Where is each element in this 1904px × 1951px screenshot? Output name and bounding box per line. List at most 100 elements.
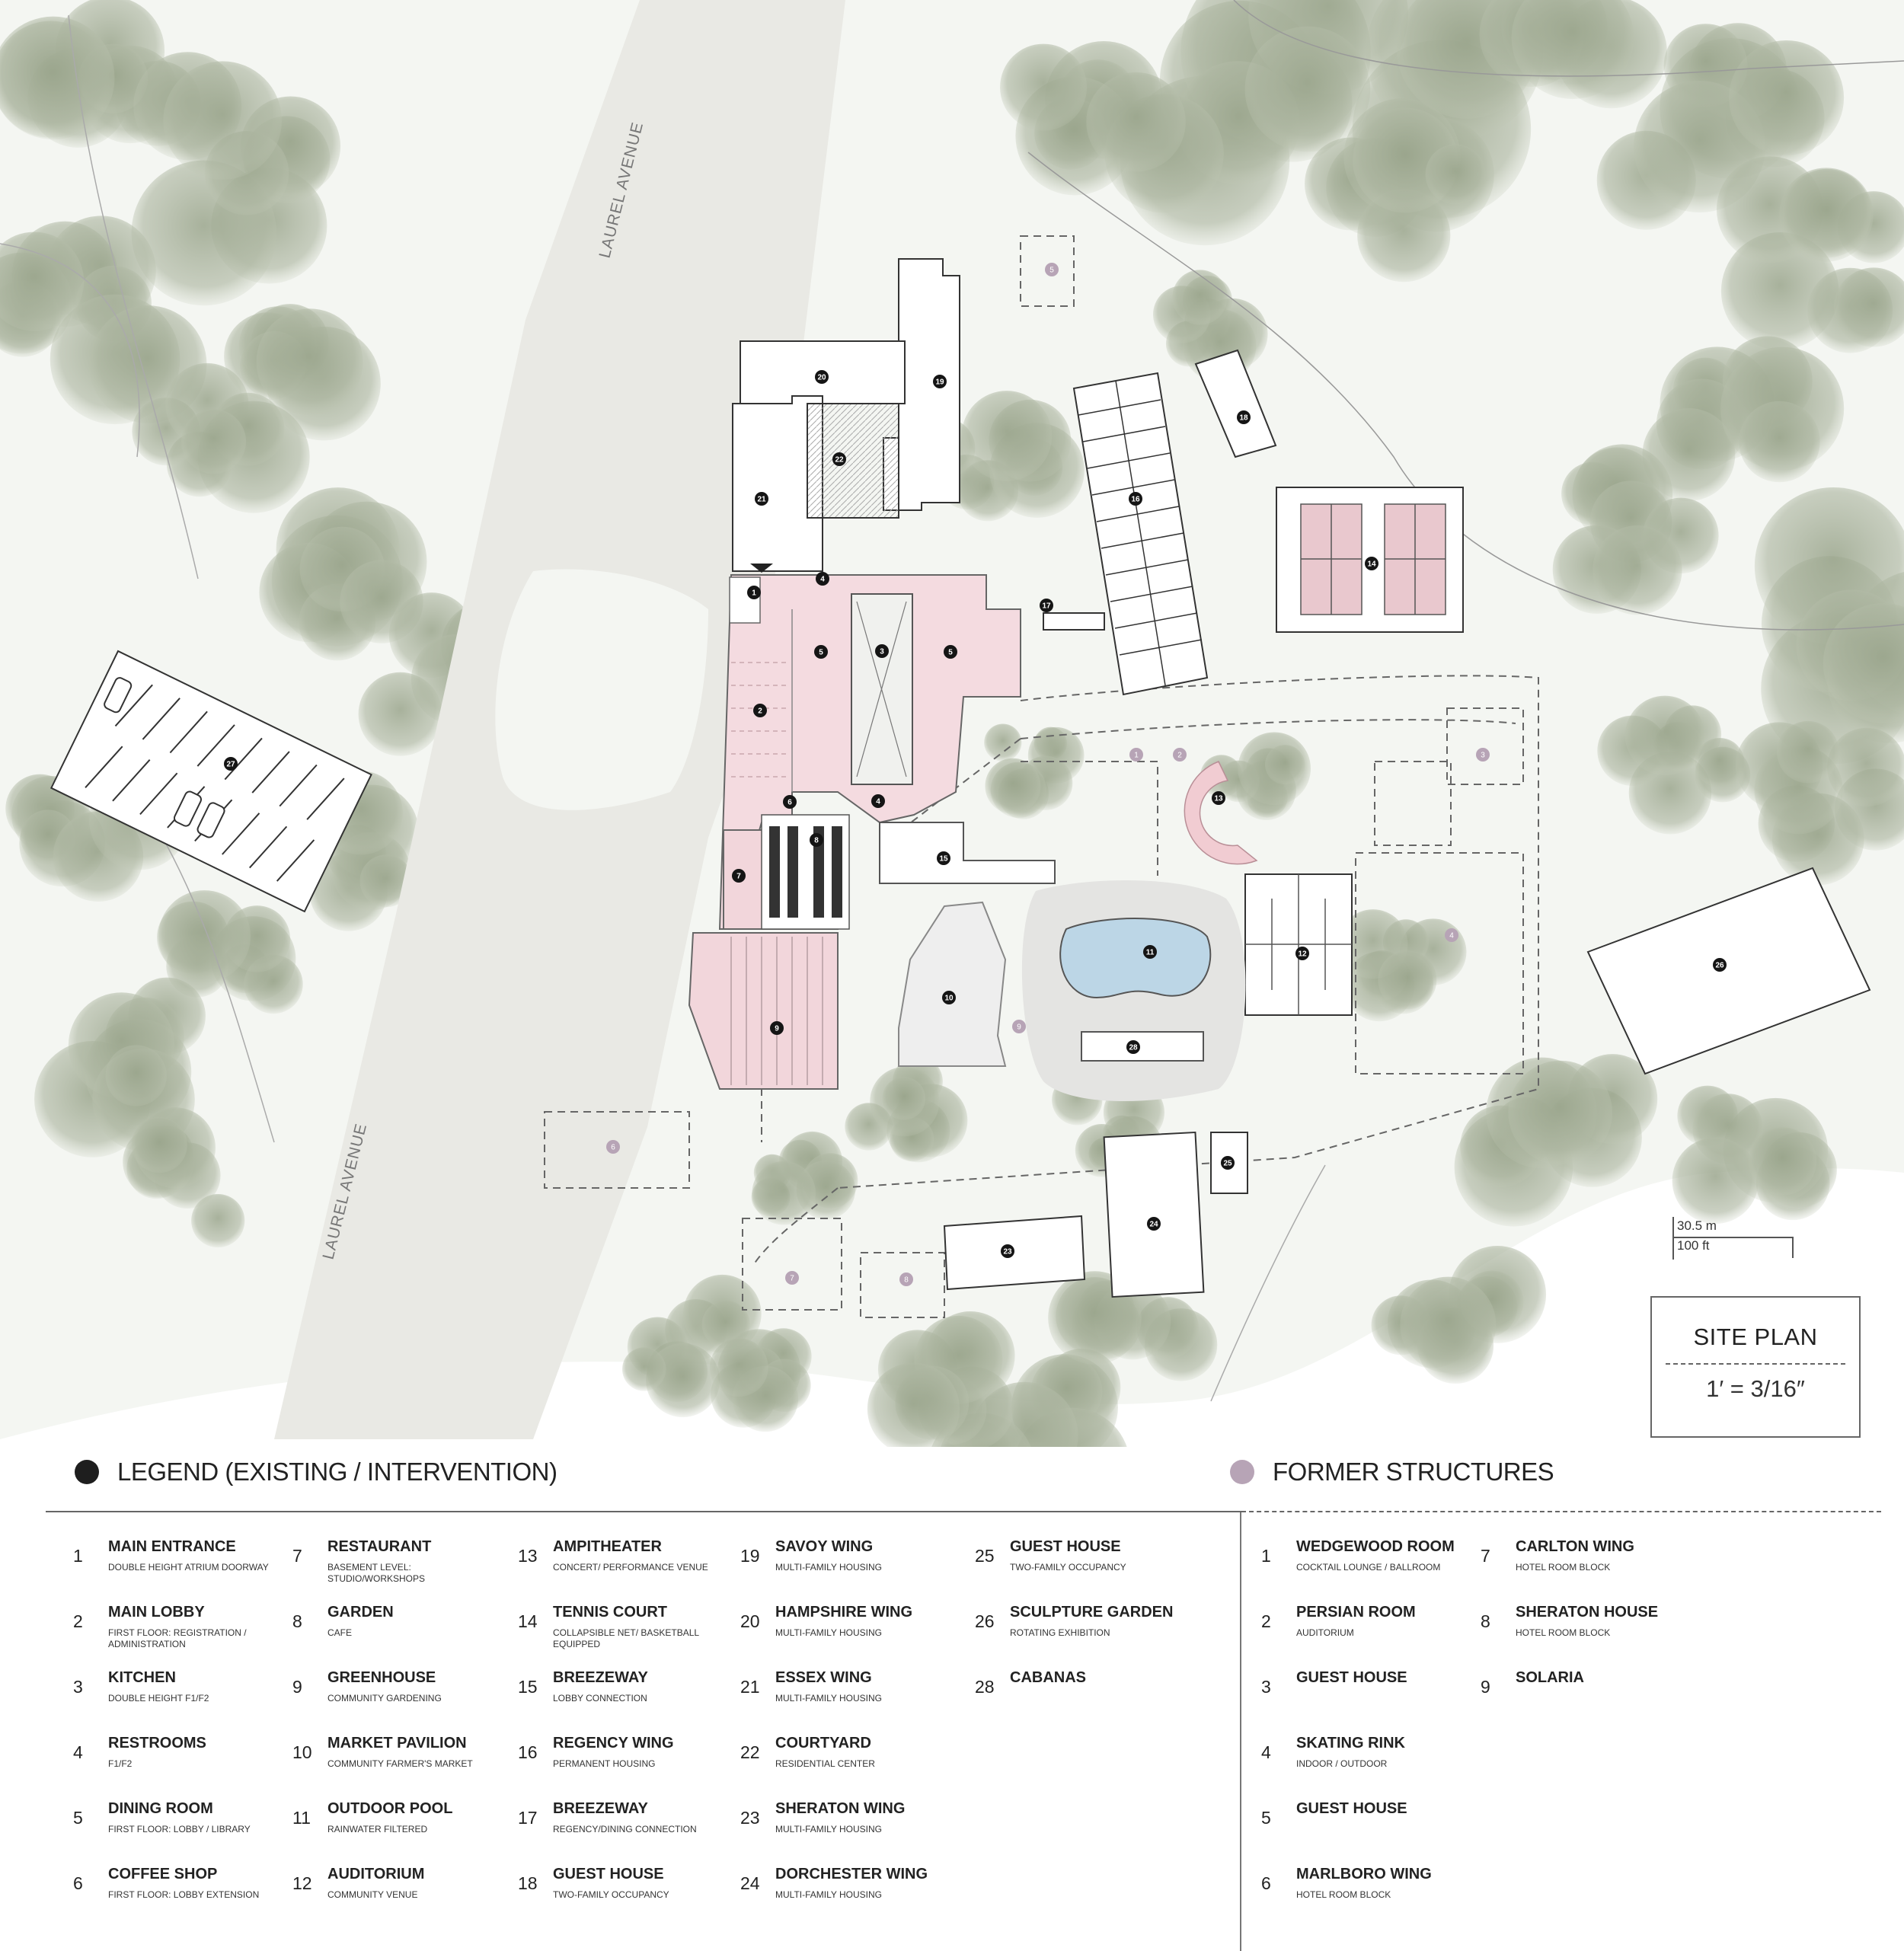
legend-item-name: RESTROOMS — [108, 1735, 206, 1751]
legend-item-description: HOTEL ROOM BLOCK — [1516, 1627, 1611, 1638]
building-marker-label: 22 — [835, 456, 844, 465]
legend-item-name: DORCHESTER WING — [775, 1866, 928, 1882]
legend-item-name: KITCHEN — [108, 1669, 176, 1686]
tree — [358, 672, 442, 756]
legend-item-number: 28 — [975, 1677, 995, 1697]
legend-item-name: GREENHOUSE — [327, 1669, 436, 1686]
tree — [961, 391, 1053, 481]
building-marker-label: 19 — [935, 378, 944, 387]
former-dot-icon — [1230, 1460, 1254, 1484]
legend-section: LEGEND (EXISTING / INTERVENTION) FORMER … — [0, 1439, 1904, 1951]
guest-house-18 — [1194, 349, 1277, 458]
former-marker-label: 3 — [1481, 752, 1485, 760]
tree — [709, 1338, 768, 1397]
building-marker-label: 14 — [1367, 560, 1376, 569]
legend-item-description: RESIDENTIAL CENTER — [775, 1758, 875, 1769]
building-marker-25 — [1221, 1156, 1235, 1170]
legend-item-number: 6 — [73, 1873, 83, 1893]
tree — [131, 1117, 187, 1173]
former-marker-label: 4 — [1449, 932, 1454, 940]
legend-item-description: FIRST FLOOR: LOBBY / LIBRARY — [108, 1824, 251, 1834]
tree — [163, 61, 283, 180]
tree — [752, 1161, 816, 1225]
former-marker-label: 1 — [1134, 752, 1139, 760]
tree — [1593, 525, 1682, 615]
former-marker-f7 — [785, 1271, 799, 1285]
market-pavilion-10 — [898, 901, 1007, 1067]
legend-item-number: 9 — [292, 1677, 302, 1697]
building-marker-7 — [732, 869, 746, 883]
tree — [882, 1077, 926, 1120]
former-marker-f5 — [1045, 263, 1059, 276]
legend-item-number: 2 — [1261, 1611, 1271, 1631]
building-marker-8 — [810, 833, 823, 847]
legend-item-number: 11 — [292, 1808, 311, 1828]
scale-imperial: 100 ft — [1677, 1238, 1710, 1253]
main-hotel — [688, 564, 1056, 1090]
drive-island — [495, 569, 708, 810]
contour-line — [1233, 0, 1904, 77]
building-marker-26 — [1713, 958, 1727, 972]
building-marker-2 — [753, 704, 767, 717]
building-marker-22 — [832, 452, 846, 466]
legend-item-number: 16 — [518, 1742, 538, 1762]
legend-item-number: 5 — [73, 1808, 83, 1828]
auditorium-grid — [1245, 874, 1352, 1015]
contour-line — [1027, 152, 1904, 631]
tree — [1264, 744, 1305, 785]
legend-item-name: OUTDOOR POOL — [327, 1800, 453, 1817]
building-marker-1 — [747, 586, 761, 599]
legend-item-number: 19 — [740, 1546, 760, 1566]
legend-item-number: 8 — [1481, 1611, 1490, 1631]
building-marker-label: 7 — [736, 873, 741, 881]
former-paths — [544, 235, 1539, 1318]
legend-item-name: GUEST HOUSE — [553, 1866, 664, 1882]
parking-lot — [50, 650, 372, 913]
building-marker-3 — [875, 644, 889, 658]
tree — [1695, 737, 1745, 788]
legend-heading: LEGEND (EXISTING / INTERVENTION) — [75, 1458, 557, 1486]
legend-item-number: 4 — [73, 1742, 83, 1762]
tree — [1508, 1060, 1613, 1165]
legend-item-name: GUEST HOUSE — [1296, 1669, 1407, 1686]
building-marker-label: 17 — [1042, 602, 1051, 611]
building-marker-4a — [816, 572, 829, 586]
legend-item-name: SHERATON HOUSE — [1516, 1604, 1659, 1621]
building-marker-15 — [937, 851, 950, 865]
breezeway-15 — [879, 822, 1056, 884]
legend-item-number: 23 — [740, 1808, 760, 1828]
tree — [1834, 267, 1904, 347]
building-marker-27 — [224, 757, 238, 771]
former-heading: FORMER STRUCTURES — [1230, 1458, 1554, 1486]
legend-item-number: 25 — [975, 1546, 995, 1566]
building-marker-label: 13 — [1214, 795, 1223, 803]
plan-scale: 1′ = 3/16″ — [1706, 1375, 1805, 1402]
former-marker-label: 5 — [1049, 267, 1054, 275]
legend-item-description: TWO-FAMILY OCCUPANCY — [553, 1889, 669, 1900]
tree — [105, 1045, 167, 1106]
building-marker-21 — [755, 492, 768, 506]
building-marker-20 — [815, 370, 829, 384]
legend-item-number: 15 — [518, 1677, 538, 1697]
legend-item-description: MULTI-FAMILY HOUSING — [775, 1693, 883, 1704]
legend-item-name: SAVOY WING — [775, 1538, 874, 1555]
legend-item-number: 2 — [73, 1611, 83, 1631]
legend-item-description: FIRST FLOOR: LOBBY EXTENSION — [108, 1889, 260, 1900]
legend-item-description: AUDITORIUM — [1296, 1627, 1354, 1638]
legend-item-description: ROTATING EXHIBITION — [1010, 1627, 1110, 1638]
tree — [180, 409, 247, 474]
former-marker-f6 — [606, 1140, 620, 1154]
tree — [1511, 0, 1634, 100]
sculpture-garden-26 — [1586, 867, 1871, 1075]
existing-dot-icon — [75, 1460, 99, 1484]
former-marker-f8 — [899, 1272, 913, 1286]
